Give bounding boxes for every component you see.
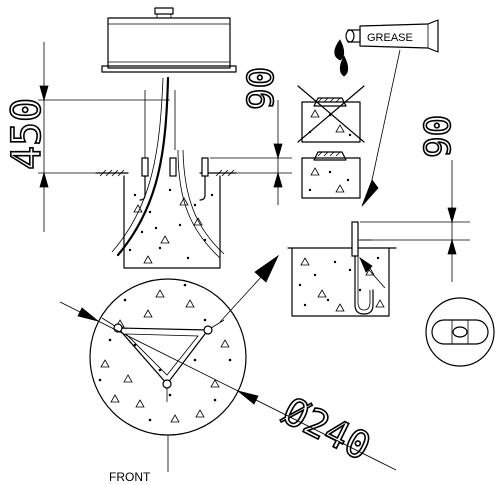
round-foundation-top-view	[89, 278, 247, 472]
dimension-diameter-label: Ø240	[276, 389, 378, 469]
dimension-90-top	[210, 100, 292, 205]
wrong-installation-block	[301, 97, 361, 143]
grease-tube-icon	[334, 19, 439, 207]
dimension-90-right-label: 90	[418, 115, 459, 158]
dimension-450-label: 450	[4, 98, 50, 170]
dimension-90-top-label: 90	[241, 67, 282, 110]
correct-installation-block	[301, 151, 361, 199]
spirit-level-icon	[425, 297, 495, 367]
light-fixture	[101, 7, 237, 73]
dimension-90-right	[360, 160, 470, 282]
grease-label: GREASE	[367, 32, 413, 44]
dimension-450	[38, 42, 170, 232]
left-foundation	[95, 157, 237, 269]
front-label: FRONT	[109, 470, 151, 484]
detail-leader	[219, 254, 279, 323]
right-foundation	[287, 221, 397, 317]
cross-out-icon	[297, 85, 365, 143]
dimension-diameter	[59, 301, 397, 471]
